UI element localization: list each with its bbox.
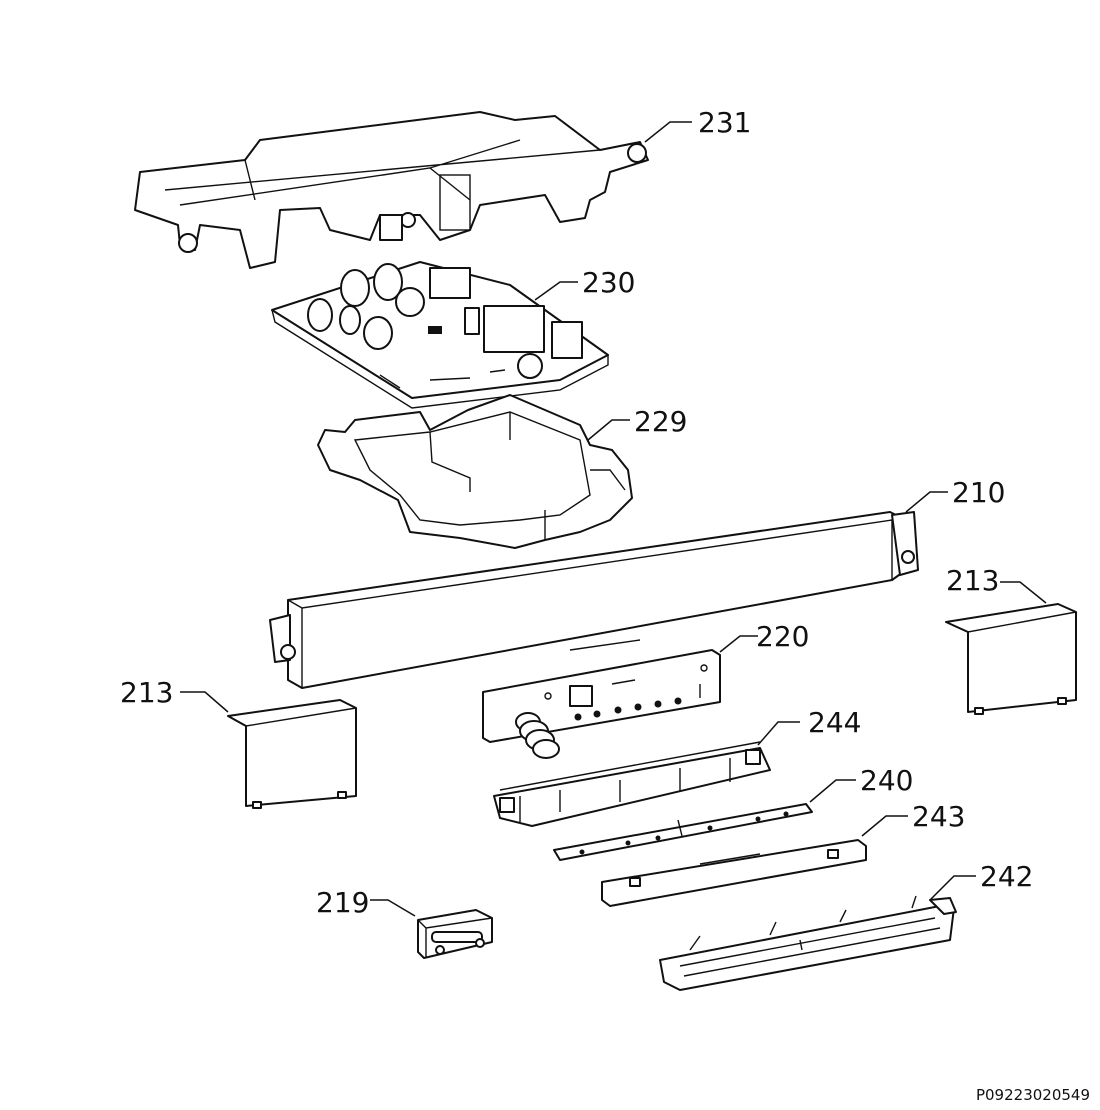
callout-210: 210	[952, 476, 1005, 509]
document-number: P09223020549	[976, 1086, 1090, 1104]
leader-220	[719, 635, 758, 653]
callout-230: 230	[582, 266, 635, 299]
leader-219	[370, 899, 416, 917]
callout-244: 244	[808, 706, 861, 739]
leader-243	[861, 815, 908, 837]
leader-210	[905, 491, 948, 513]
callout-220: 220	[756, 620, 809, 653]
buzzer-coil	[515, 712, 560, 759]
part-240-light-guide-bar	[553, 803, 813, 861]
callout-213-left: 213	[120, 676, 173, 709]
leader-242	[929, 875, 976, 901]
part-213-end-cap-right	[945, 603, 1077, 715]
part-219-clip	[417, 909, 493, 959]
callout-229: 229	[634, 405, 687, 438]
part-220-control-board	[482, 649, 721, 743]
leader-230	[534, 281, 578, 301]
callout-231: 231	[698, 106, 751, 139]
callout-240: 240	[860, 764, 913, 797]
leader-244	[757, 721, 800, 746]
callout-243: 243	[912, 800, 965, 833]
part-242-front-trim	[659, 895, 957, 991]
callout-219: 219	[316, 886, 369, 919]
part-231-bracket-frame	[134, 111, 649, 269]
part-243-trim-strip	[601, 839, 867, 907]
part-213-end-cap-left	[227, 699, 357, 809]
part-230-circuit-board	[271, 261, 609, 409]
leader-229	[587, 419, 630, 441]
callout-213-right: 213	[946, 564, 999, 597]
leader-213-left	[180, 691, 229, 713]
leader-231	[644, 121, 692, 143]
leader-240	[809, 779, 856, 803]
leader-lines	[180, 121, 1047, 917]
part-210-front-panel	[269, 511, 919, 689]
leader-213-right	[1000, 581, 1047, 604]
part-244-button-carrier	[493, 741, 771, 827]
part-229-housing-tray	[317, 394, 633, 549]
callout-242: 242	[980, 860, 1033, 893]
